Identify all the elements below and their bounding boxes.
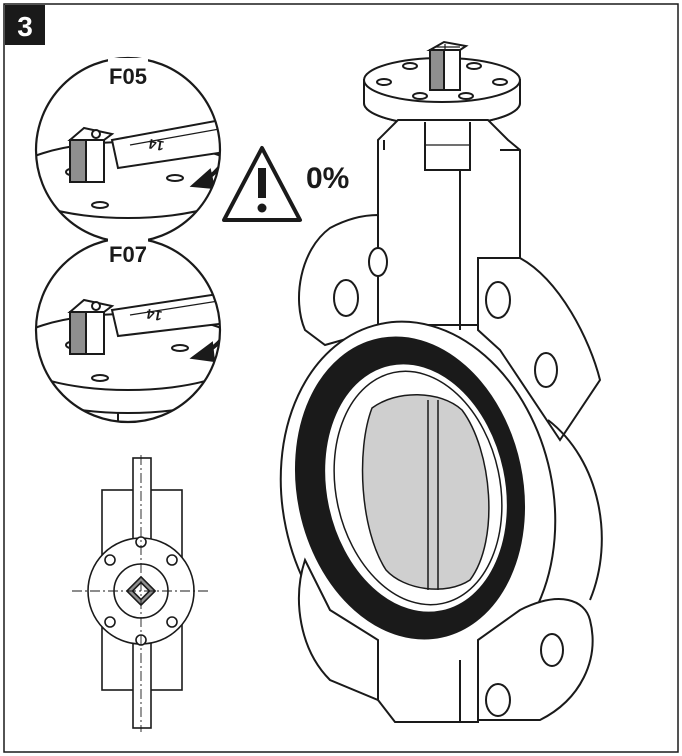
warning-text: 0% [306,162,349,195]
wrench-mark-f05: 14 [147,136,165,154]
valve-disc [361,394,490,590]
left-upper-lug [298,213,379,347]
warning: 0% [222,146,349,222]
detail-f05-label: F05 [109,64,147,89]
side-view-drawing [72,455,210,732]
butterfly-valve [279,40,603,723]
wrench-f05 [110,116,220,170]
valve-stem [426,40,469,91]
detail-f07-label: F07 [109,242,147,267]
detail-f07: 14 F07 [34,236,222,424]
step-badge: 3 [5,5,45,45]
valve-bottom-neck [377,640,479,723]
step-number: 3 [17,11,33,42]
wrench-mark-f07: 14 [145,306,163,324]
